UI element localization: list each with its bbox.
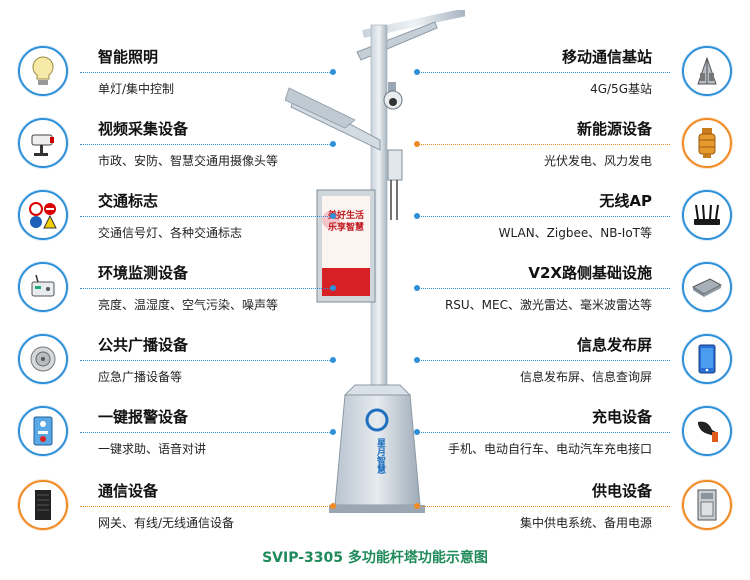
traffic-sign-icon	[18, 190, 68, 240]
smart-pole-illustration: 美好生活 乐享智慧 星月智慧	[285, 10, 465, 520]
feature-title: 无线AP	[599, 192, 652, 210]
feature-title: 移动通信基站	[561, 48, 652, 66]
feature-one-key-alarm: 一键报警设备 一键求助、语音对讲	[18, 404, 348, 460]
connector-dot	[414, 285, 420, 291]
feature-desc: 网关、有线/无线通信设备	[98, 516, 235, 530]
feature-desc: 信息发布屏、信息查询屏	[519, 370, 652, 384]
connector-dot	[414, 69, 420, 75]
feature-power-supply: 供电设备 集中供电系统、备用电源	[402, 478, 732, 534]
connector-dot	[330, 429, 336, 435]
feature-title: 充电设备	[591, 408, 652, 426]
feature-desc: 光伏发电、风力发电	[543, 154, 652, 168]
feature-desc: 交通信号灯、各种交通标志	[98, 226, 243, 240]
connector-dot	[414, 141, 420, 147]
feature-communication: 通信设备 网关、有线/无线通信设备	[18, 478, 348, 534]
connector-line	[418, 72, 670, 73]
feature-title: 智能照明	[98, 48, 159, 66]
feature-v2x-roadside: V2X路侧基础设施 RSU、MEC、激光雷达、毫米波雷达等	[402, 260, 732, 316]
connector-line	[418, 432, 670, 433]
feature-traffic-signs: 交通标志 交通信号灯、各种交通标志	[18, 188, 348, 244]
connector-line	[80, 144, 332, 145]
connector-line	[418, 360, 670, 361]
feature-title: 视频采集设备	[98, 120, 189, 138]
pole-screen-text: 美好生活 乐享智慧	[327, 211, 364, 233]
feature-public-broadcast: 公共广播设备 应急广播设备等	[18, 332, 348, 388]
connector-dot	[330, 141, 336, 147]
feature-desc: 单灯/集中控制	[98, 82, 175, 96]
connector-line	[80, 72, 332, 73]
feature-title: 公共广播设备	[98, 336, 189, 354]
feature-video-capture: 视频采集设备 市政、安防、智慧交通用摄像头等	[18, 116, 348, 172]
feature-charging: 充电设备 手机、电动自行车、电动汽车充电接口	[402, 404, 732, 460]
connector-line	[80, 432, 332, 433]
upper-lamp-arm	[362, 10, 465, 38]
base-station-icon	[682, 46, 732, 96]
feature-environment-monitoring: 环境监测设备 亮度、温湿度、空气污染、噪声等	[18, 260, 348, 316]
light-bulb-icon	[18, 46, 68, 96]
connector-dot	[414, 357, 420, 363]
connector-line	[80, 216, 332, 217]
feature-new-energy: 新能源设备 光伏发电、风力发电	[402, 116, 732, 172]
charging-plug-icon	[682, 406, 732, 456]
feature-desc: 集中供电系统、备用电源	[519, 516, 652, 530]
connector-line	[80, 360, 332, 361]
connector-line	[418, 144, 670, 145]
camera-icon	[18, 118, 68, 168]
feature-title: 一键报警设备	[98, 408, 189, 426]
info-screen-icon	[682, 334, 732, 384]
connector-dot	[330, 213, 336, 219]
feature-desc: 应急广播设备等	[98, 370, 183, 384]
power-cabinet-icon	[682, 480, 732, 530]
pole-base-logo-text: 星月智慧	[375, 438, 385, 474]
feature-desc: 一键求助、语音对讲	[98, 442, 207, 456]
alarm-panel-icon	[18, 406, 68, 456]
pole-device-box	[387, 149, 403, 181]
feature-desc: 手机、电动自行车、电动汽车充电接口	[447, 442, 652, 456]
speaker-icon	[18, 334, 68, 384]
connector-dot	[414, 503, 420, 509]
connector-dot	[330, 503, 336, 509]
connector-dot	[414, 429, 420, 435]
feature-title: 通信设备	[98, 482, 159, 500]
connector-line	[418, 288, 670, 289]
wifi-router-icon	[682, 190, 732, 240]
feature-info-screen: 信息发布屏 信息发布屏、信息查询屏	[402, 332, 732, 388]
connector-line	[80, 288, 332, 289]
feature-desc: WLAN、Zigbee、NB-IoT等	[498, 226, 652, 240]
energy-module-icon	[682, 118, 732, 168]
connector-line	[418, 506, 670, 507]
feature-title: 交通标志	[98, 192, 159, 210]
feature-desc: 4G/5G基站	[590, 82, 652, 96]
feature-title: 信息发布屏	[576, 336, 652, 354]
feature-title: V2X路侧基础设施	[528, 264, 652, 282]
connector-dot	[330, 285, 336, 291]
feature-wireless-ap: 无线AP WLAN、Zigbee、NB-IoT等	[402, 188, 732, 244]
feature-title: 新能源设备	[576, 120, 652, 138]
diagram-caption: SVIP-3305 多功能杆塔功能示意图	[262, 550, 488, 566]
feature-mobile-base-station: 移动通信基站 4G/5G基站	[402, 44, 732, 100]
server-cabinet-icon	[18, 480, 68, 530]
connector-dot	[330, 69, 336, 75]
connector-dot	[330, 357, 336, 363]
rsu-device-icon	[682, 262, 732, 312]
feature-smart-lighting: 智能照明 单灯/集中控制	[18, 44, 348, 100]
feature-title: 供电设备	[591, 482, 652, 500]
connector-dot	[414, 213, 420, 219]
feature-desc: 市政、安防、智慧交通用摄像头等	[98, 154, 279, 168]
sensor-box-icon	[18, 262, 68, 312]
feature-desc: RSU、MEC、激光雷达、毫米波雷达等	[444, 298, 652, 312]
connector-line	[80, 506, 332, 507]
feature-title: 环境监测设备	[98, 264, 189, 282]
feature-desc: 亮度、温湿度、空气污染、噪声等	[98, 298, 279, 312]
connector-line	[418, 216, 670, 217]
